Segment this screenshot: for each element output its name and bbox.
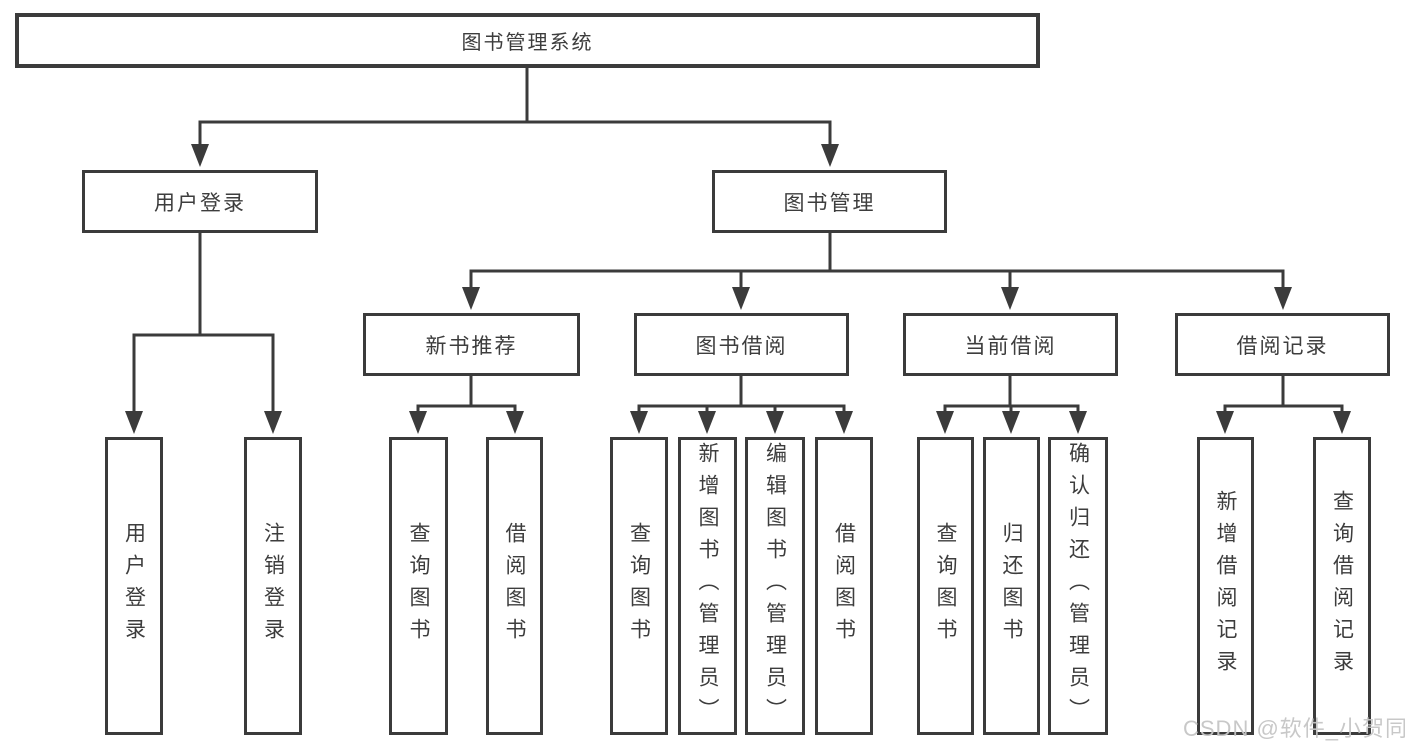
leaf-query-borrow-record: 查询借阅记录 — [1313, 437, 1371, 735]
leaf-label: 查询图书 — [627, 522, 651, 650]
node-label: 当前借阅 — [964, 334, 1057, 358]
watermark-csdn: CSDN @软件_小贺同学 — [1183, 716, 1405, 741]
leaf-label: 注销登录 — [261, 522, 285, 650]
leaf-label: 编辑图书（管理员） — [763, 442, 787, 730]
leaf-borrow-books-borrowing: 借阅图书 — [815, 437, 873, 735]
leaf-edit-book-admin: 编辑图书（管理员） — [745, 437, 805, 735]
leaf-return-books: 归还图书 — [983, 437, 1040, 735]
leaf-label: 查询图书 — [407, 522, 430, 650]
node-borrow-records: 借阅记录 — [1175, 313, 1390, 376]
node-current-borrowing: 当前借阅 — [903, 313, 1118, 376]
node-new-book-recommend: 新书推荐 — [363, 313, 580, 376]
node-label: 图书管理 — [783, 191, 876, 215]
leaf-query-books-borrowing: 查询图书 — [610, 437, 668, 735]
node-label: 用户登录 — [154, 191, 246, 215]
node-label: 图书管理系统 — [461, 32, 594, 54]
leaf-label: 借阅图书 — [503, 522, 526, 650]
leaf-label: 确认归还（管理员） — [1066, 442, 1090, 730]
leaf-add-borrow-record: 新增借阅记录 — [1197, 437, 1254, 735]
node-label: 图书借阅 — [695, 334, 788, 358]
leaf-confirm-return-admin: 确认归还（管理员） — [1048, 437, 1108, 735]
leaf-query-books-current: 查询图书 — [917, 437, 974, 735]
leaf-borrow-books-recommend: 借阅图书 — [486, 437, 543, 735]
leaf-label: 新增借阅记录 — [1214, 490, 1237, 682]
node-book-borrowing: 图书借阅 — [634, 313, 849, 376]
node-label: 新书推荐 — [425, 334, 518, 358]
leaf-add-book-admin: 新增图书（管理员） — [678, 437, 737, 735]
leaf-label: 归还图书 — [1000, 522, 1023, 650]
leaf-query-books-recommend: 查询图书 — [389, 437, 448, 735]
leaf-label: 查询图书 — [934, 522, 957, 650]
leaf-label: 查询借阅记录 — [1330, 490, 1354, 682]
node-label: 借阅记录 — [1236, 334, 1329, 358]
leaf-label: 新增图书（管理员） — [696, 442, 719, 730]
leaf-user-login: 用户登录 — [105, 437, 163, 735]
node-book-management: 图书管理 — [712, 170, 947, 233]
node-library-management-system: 图书管理系统 — [15, 13, 1040, 68]
leaf-label: 用户登录 — [122, 522, 146, 650]
leaf-label: 借阅图书 — [832, 522, 856, 650]
leaf-logout: 注销登录 — [244, 437, 302, 735]
node-user-login: 用户登录 — [82, 170, 318, 233]
